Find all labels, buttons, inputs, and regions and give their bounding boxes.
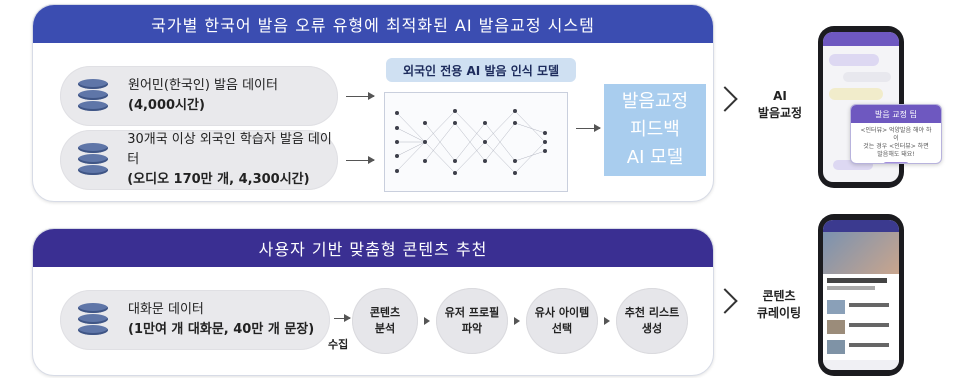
source-label: 원어민(한국인) 발음 데이터 [128,78,278,93]
popup-title: 발음 교정 팁 [851,105,941,123]
chevron-right-icon [712,86,738,112]
database-icon [78,143,108,177]
arrow-right-icon [514,317,520,325]
database-icon [78,303,108,337]
chat-bubble [829,88,883,100]
app-header [823,32,899,46]
chat-bubble [843,72,891,82]
foreign-learner-data-source: 30개국 이상 외국인 학습자 발음 데이터 (오디오 170만 개, 4,30… [60,130,338,190]
list-item [849,303,889,307]
arrow-right-icon [576,124,601,132]
source-detail: (오디오 170만 개, 4,300시간) [127,172,310,187]
list-item [849,343,889,347]
list-item [849,323,889,327]
model-tag: 외국인 전용 AI 발음 인식 모델 [386,58,576,82]
content-subtitle [827,286,875,290]
source-label: 대화문 데이터 [128,302,204,317]
content-curation-label: 콘텐츠 큐레이팅 [756,289,802,320]
source-detail: (4,000시간) [128,98,205,113]
neural-network-diagram [384,92,568,192]
thumbnail [827,300,845,314]
arrow-right-icon [346,92,375,100]
collect-label: 수집 [328,338,349,351]
arrow-right-icon [334,314,351,322]
app-header [823,220,899,232]
pronunciation-tip-popup: 발음 교정 팁 <인터뷰> 억양발음 해야 하 이 것는 경우 <인터뷰> 하면… [850,104,942,164]
chat-bubble [829,54,879,66]
feedback-ai-model: 발음교정 피드백 AI 모델 [604,84,706,176]
chevron-right-icon [712,288,738,314]
thumbnail [827,320,845,334]
phone-screen [823,220,899,370]
dialogue-data-source: 대화문 데이터 (1만여 개 대화문, 40만 개 문장) [60,290,330,350]
content-title [827,278,887,283]
arrow-right-icon [604,317,610,325]
neural-network-illustration [395,109,547,175]
arrow-right-icon [346,156,375,164]
source-label: 30개국 이상 외국인 학습자 발음 데이터 [127,132,332,167]
database-icon [78,79,108,113]
chat-bubble [833,160,873,170]
bottom-nav [823,360,899,370]
panel-title: 국가별 한국어 발음 오류 유형에 최적화된 AI 발음교정 시스템 [33,5,713,43]
phone-mockup-content [818,214,904,376]
thumbnail [827,340,845,354]
arrow-right-icon [424,317,430,325]
popup-confirm-button[interactable] [883,162,909,163]
panel-title: 사용자 기반 맞춤형 콘텐츠 추천 [33,229,713,267]
ai-pronunciation-label: AI 발음교정 [757,89,803,120]
native-data-source: 원어민(한국인) 발음 데이터 (4,000시간) [60,66,338,126]
source-detail: (1만여 개 대화문, 40만 개 문장) [128,322,315,337]
featured-image [823,232,899,274]
